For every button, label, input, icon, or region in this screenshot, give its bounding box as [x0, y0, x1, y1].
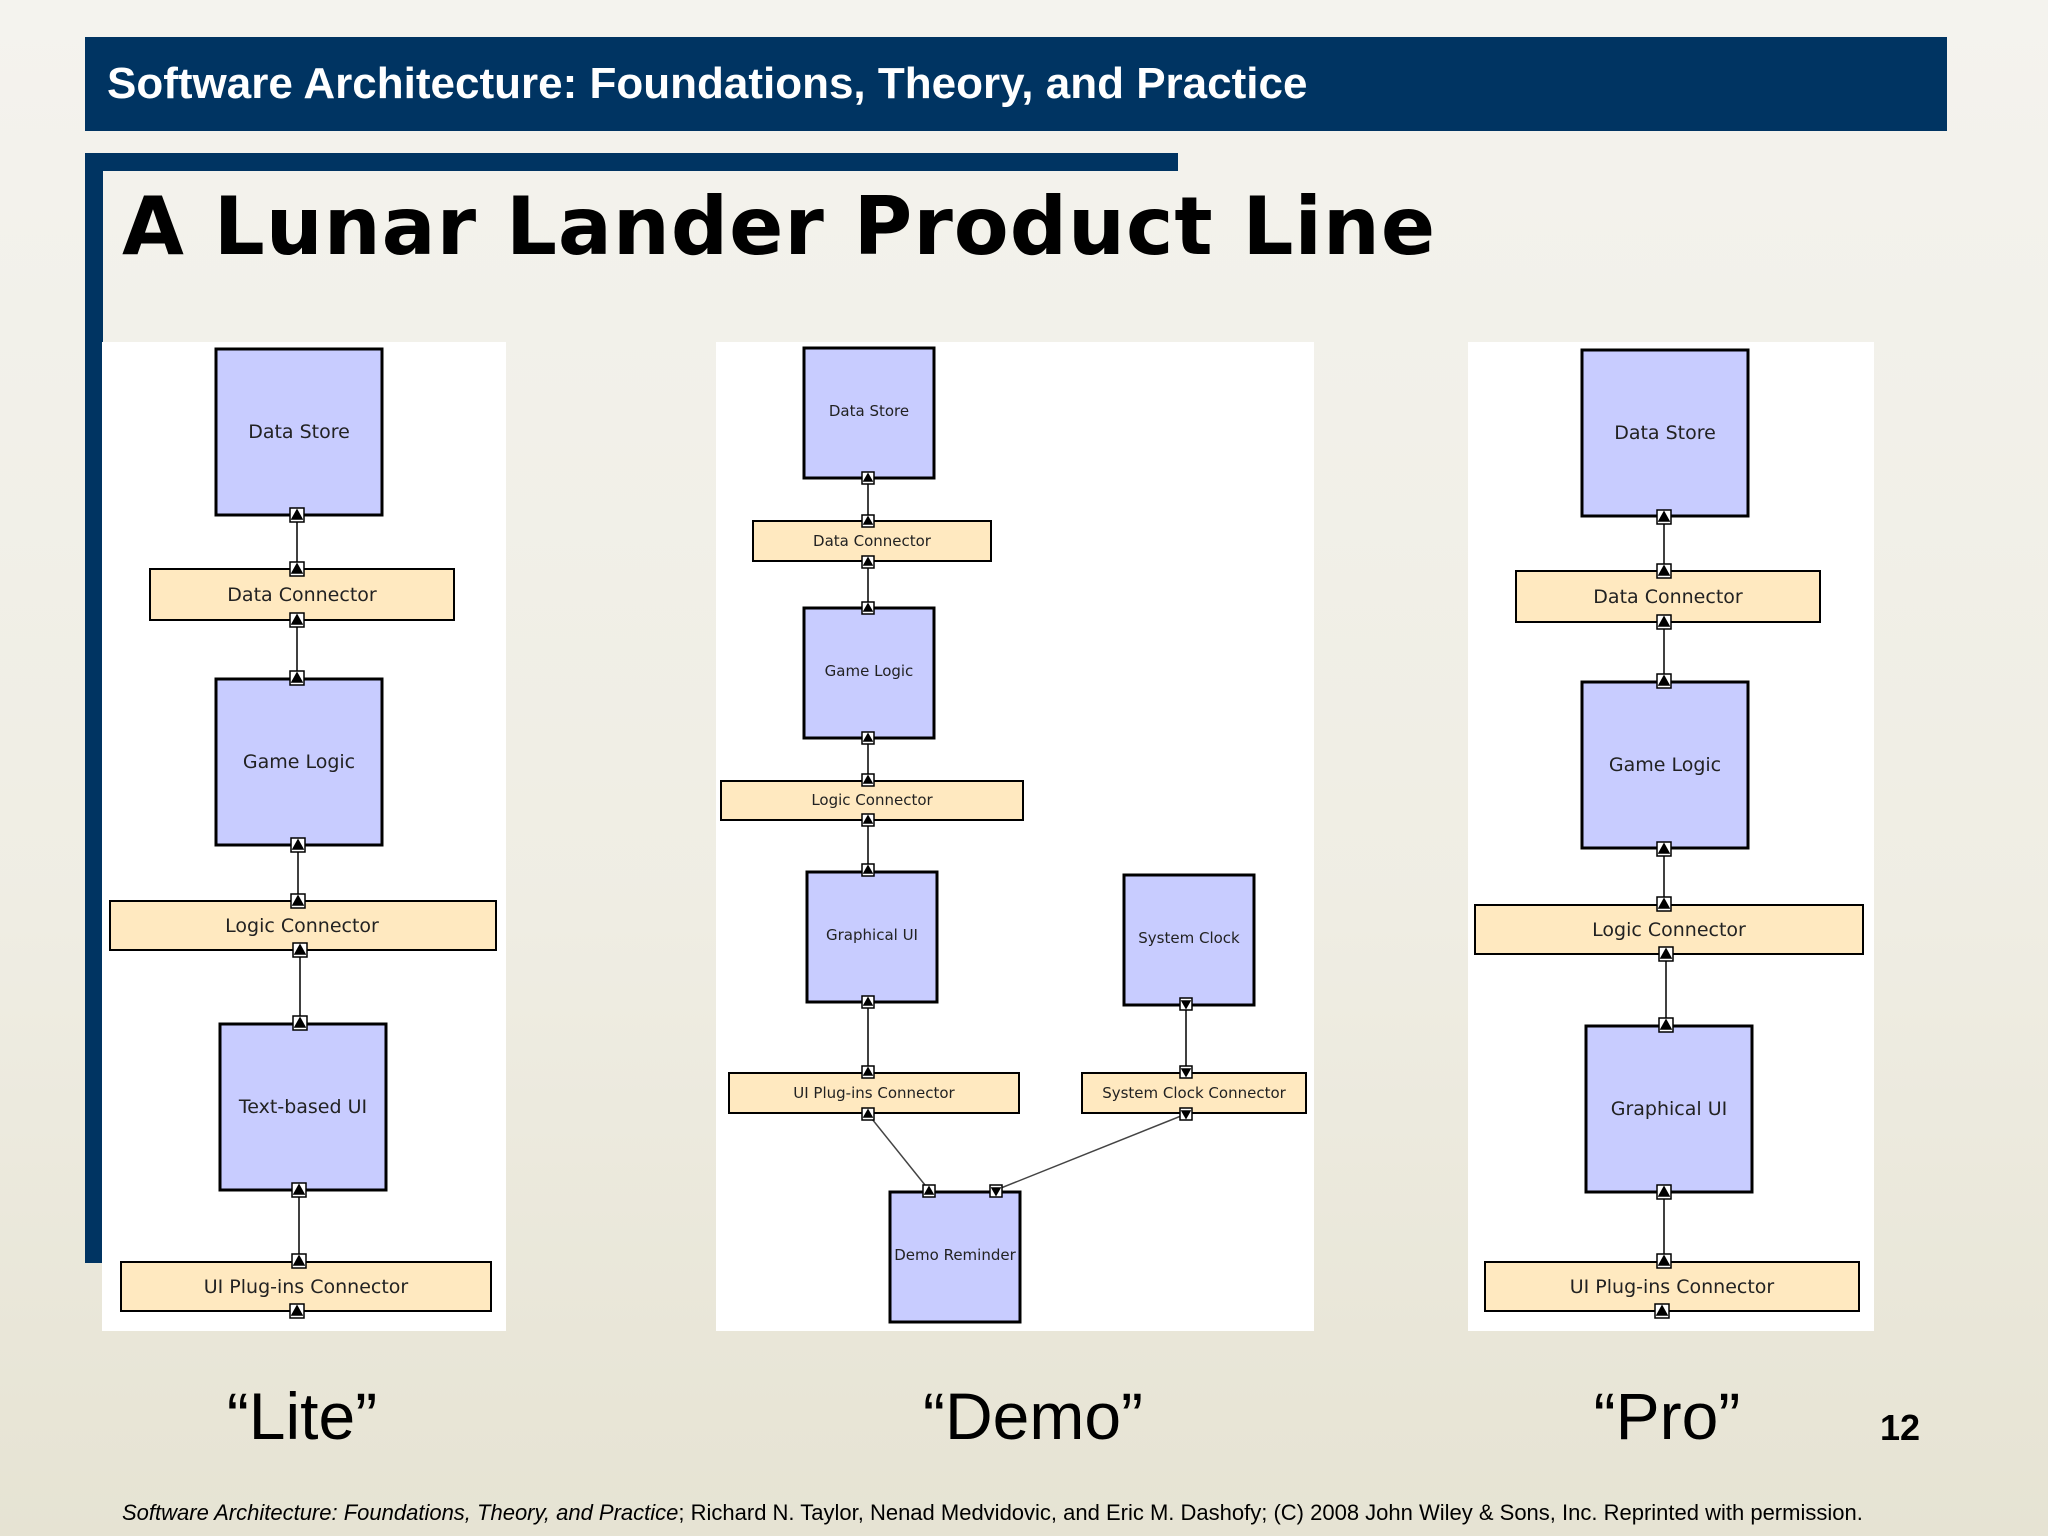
- demo-system-clock: System Clock: [1122, 873, 1256, 1007]
- pro-logic-connector: Logic Connector: [1474, 904, 1864, 955]
- slide-title: A Lunar Lander Product Line: [122, 180, 1437, 273]
- demo-ui-plugins-connector: UI Plug-ins Connector: [728, 1072, 1020, 1114]
- pro-game-logic-label: Game Logic: [1609, 754, 1721, 776]
- demo-diagram-panel: Data Store Data Connector Game Logic Log…: [716, 342, 1314, 1331]
- demo-demo-reminder-label: Demo Reminder: [894, 1246, 1016, 1264]
- demo-game-logic-label: Game Logic: [825, 662, 914, 680]
- lite-game-logic-label: Game Logic: [243, 751, 355, 773]
- lite-text-based-ui-label: Text-based UI: [238, 1096, 367, 1118]
- pro-graphical-ui: Graphical UI: [1584, 1024, 1754, 1194]
- lite-text-based-ui: Text-based UI: [218, 1022, 388, 1192]
- demo-system-clock-label: System Clock: [1138, 929, 1240, 947]
- pro-diagram-panel: Data Store Data Connector Game Logic Log…: [1468, 342, 1874, 1331]
- header-bar: Software Architecture: Foundations, Theo…: [85, 37, 1947, 131]
- footer-citation: Software Architecture: Foundations, Theo…: [122, 1500, 1863, 1526]
- lite-ui-plugins-connector-label: UI Plug-ins Connector: [204, 1276, 409, 1298]
- pro-logic-connector-label: Logic Connector: [1592, 919, 1746, 941]
- accent-bar-top: [85, 153, 1178, 171]
- demo-system-clock-connector-label: System Clock Connector: [1102, 1084, 1286, 1102]
- slide-number: 12: [1880, 1407, 1921, 1448]
- pro-ui-plugins-connector-label: UI Plug-ins Connector: [1570, 1276, 1775, 1298]
- lite-diagram: Data Store Data Connector Game Logic Log…: [109, 347, 497, 1319]
- pro-graphical-ui-label: Graphical UI: [1611, 1098, 1727, 1120]
- pro-ports: [1654, 509, 1674, 1319]
- lite-data-connector-label: Data Connector: [227, 584, 377, 606]
- demo-graphical-ui-label: Graphical UI: [826, 926, 918, 944]
- lite-logic-connector: Logic Connector: [109, 900, 497, 951]
- pro-data-store-label: Data Store: [1614, 422, 1716, 444]
- lite-logic-connector-label: Logic Connector: [225, 915, 379, 937]
- demo-diagram: Data Store Data Connector Game Logic Log…: [720, 346, 1307, 1324]
- footer-book-title: Software Architecture: Foundations, Theo…: [122, 1500, 679, 1525]
- pro-data-store: Data Store: [1580, 348, 1750, 518]
- demo-data-store: Data Store: [802, 346, 936, 480]
- lite-ui-plugins-connector: UI Plug-ins Connector: [120, 1261, 492, 1312]
- demo-logic-connector-label: Logic Connector: [811, 791, 933, 809]
- demo-system-clock-connector: System Clock Connector: [1081, 1072, 1307, 1114]
- variant-label-demo: “Demo”: [922, 1379, 1144, 1453]
- demo-demo-reminder: Demo Reminder: [888, 1190, 1022, 1324]
- demo-data-connector: Data Connector: [752, 520, 992, 562]
- demo-ui-plugins-connector-label: UI Plug-ins Connector: [793, 1084, 955, 1102]
- demo-graphical-ui: Graphical UI: [805, 870, 939, 1004]
- accent-bar-left: [85, 153, 103, 1263]
- variant-label-lite: “Lite”: [226, 1379, 378, 1453]
- lite-game-logic: Game Logic: [214, 677, 384, 847]
- lite-data-store: Data Store: [214, 347, 384, 517]
- lite-ports: [289, 507, 308, 1319]
- pro-diagram: Data Store Data Connector Game Logic Log…: [1474, 348, 1864, 1319]
- lite-data-store-label: Data Store: [248, 421, 350, 443]
- lite-diagram-panel: Data Store Data Connector Game Logic Log…: [102, 342, 506, 1331]
- pro-data-connector-label: Data Connector: [1593, 586, 1743, 608]
- demo-ports: [861, 471, 1193, 1198]
- demo-game-logic: Game Logic: [802, 606, 936, 740]
- footer-credit: ; Richard N. Taylor, Nenad Medvidovic, a…: [678, 1500, 1863, 1525]
- variant-label-pro: “Pro”: [1593, 1379, 1741, 1453]
- header-title: Software Architecture: Foundations, Theo…: [107, 59, 1308, 108]
- pro-game-logic: Game Logic: [1580, 680, 1750, 850]
- pro-ui-plugins-connector: UI Plug-ins Connector: [1484, 1261, 1860, 1312]
- demo-data-store-label: Data Store: [829, 402, 909, 420]
- demo-data-connector-label: Data Connector: [813, 532, 932, 550]
- pro-data-connector: Data Connector: [1515, 570, 1821, 623]
